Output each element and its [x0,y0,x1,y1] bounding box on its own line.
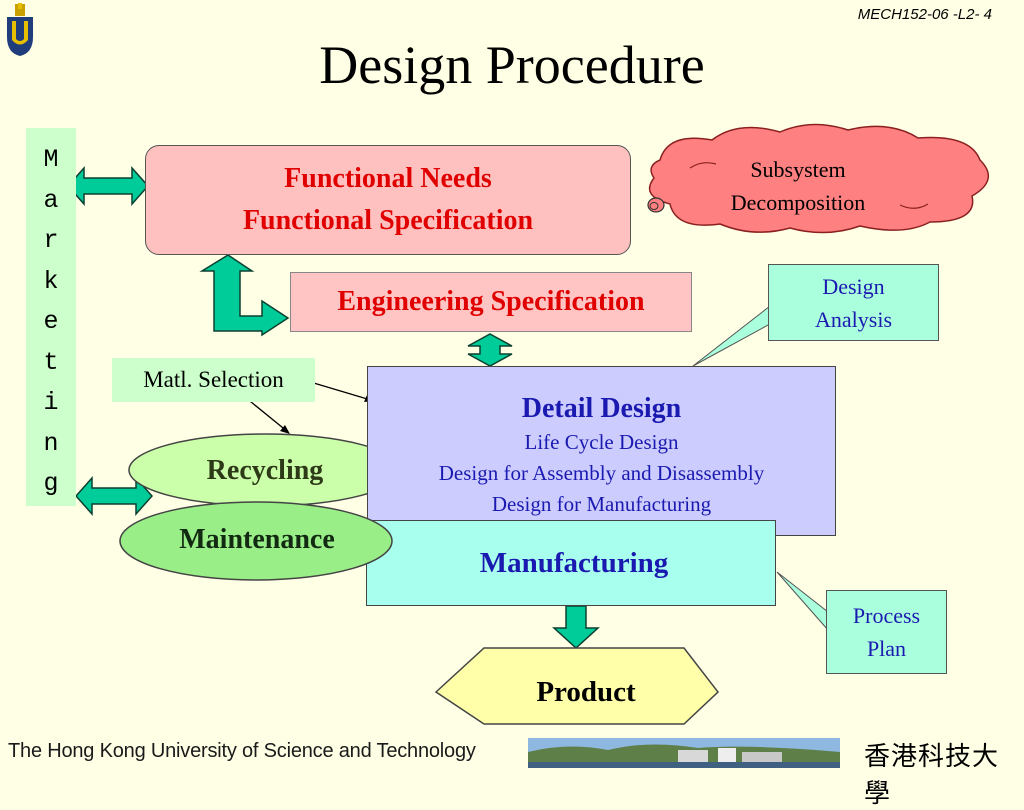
marketing-lifecycle-double-arrow [74,476,154,516]
maintenance-label: Maintenance [179,524,335,555]
engineering-specification-box: Engineering Specification [290,272,692,332]
process-plan-line2: Plan [866,636,907,661]
campus-photo [528,738,840,768]
functional-needs-label: Functional Needs [284,163,492,194]
university-logo [7,3,33,56]
design-analysis-box: Design Analysis [768,264,939,341]
subsystem-cloud [648,123,989,234]
engineering-detail-double-arrow [467,333,513,367]
marketing-letter: a [43,185,59,215]
marketing-letter: r [43,226,59,255]
matl-to-detail-pointer [306,380,375,402]
marketing-letter: e [43,307,59,336]
product-label: Product [536,675,636,708]
design-analysis-line1: Design [822,273,885,299]
detail-line-manufacturing: Design for Manufacturing [491,492,712,516]
manufacturing-product-arrow [552,605,600,650]
detail-design-box: Detail Design Life Cycle Design Design f… [367,366,836,536]
diagram-canvas [66,123,989,725]
university-name-en: The Hong Kong University of Science and … [8,740,476,762]
slide-code: MECH152-06 -L2- 4 [857,6,992,23]
process-plan-line1: Process [852,603,921,628]
detail-design-title: Detail Design [521,393,682,424]
detail-line-assembly: Design for Assembly and Disassembly [438,461,765,485]
subsystem-decomposition-label: Subsystem Decomposition [700,152,896,220]
design-analysis-callout [692,304,771,367]
process-plan-box: Process Plan [826,590,947,674]
manufacturing-box: Manufacturing [366,520,776,606]
marketing-letter: i [43,388,59,417]
recycling-label: Recycling [206,455,324,486]
cloud-tail-bubbles [647,197,665,213]
marketing-letter: k [43,266,59,296]
product-hexagon [434,647,720,725]
subsystem-line2: Decomposition [730,190,866,215]
process-plan-callout [776,571,829,632]
detail-line-life-cycle: Life Cycle Design [524,430,679,454]
design-analysis-line2: Analysis [815,306,892,332]
marketing-letter: n [43,428,59,458]
marketing-letter: g [43,469,59,498]
marketing-letter: t [43,347,59,377]
marketing-letter: M [43,145,59,174]
functional-engineering-bent-arrow [199,254,290,337]
marketing-functional-double-arrow [66,166,150,206]
matl-selection-box: Matl. Selection [112,358,315,402]
page-title: Design Procedure [319,35,705,95]
functional-specification-label: Functional Specification [242,205,534,236]
subsystem-line1: Subsystem [750,157,846,182]
functional-box: Functional Needs Functional Specificatio… [145,145,631,255]
university-name-zh: 香港科技大學 [864,742,1000,809]
